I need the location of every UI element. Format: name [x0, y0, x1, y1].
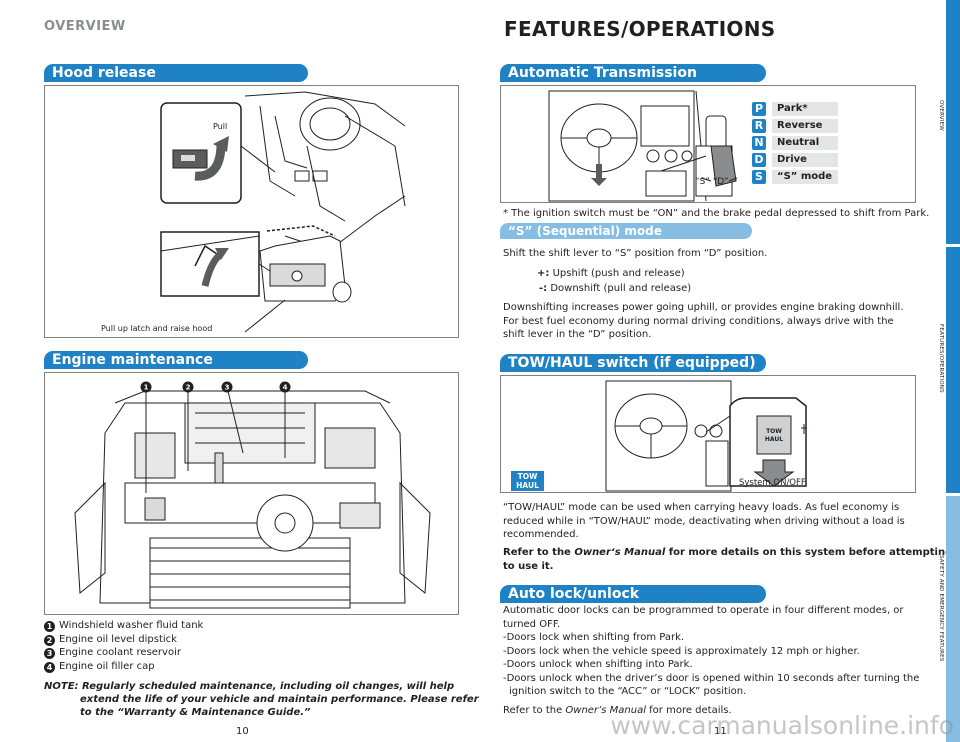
switch-text-haul: HAUL	[765, 436, 783, 443]
gear-letter-p: P	[752, 102, 766, 116]
auto-lock-refer: Refer to the Owner’s Manual for more det…	[503, 705, 732, 716]
callout-1: 1	[144, 384, 149, 392]
tow-haul-title: TOW/HAUL switch (if equipped)	[500, 354, 766, 372]
transmission-illustration	[548, 90, 738, 202]
sequential-upshift: +: Upshift (push and release)	[537, 268, 685, 279]
sequential-line1: Shift the shift lever to “S” position fr…	[503, 248, 768, 259]
tow-haul-illustration: TOW HAUL	[605, 380, 807, 492]
side-tab-features[interactable]: FEATURES/OPERATIONS	[938, 324, 944, 393]
callout-4: 4	[283, 384, 288, 392]
callout-2: 2	[186, 384, 191, 392]
engine-figure: 1 2 3 4	[44, 372, 459, 615]
sequential-downshift: -: Downshift (pull and release)	[539, 283, 692, 294]
engine-illustration: 1 2 3 4	[74, 381, 431, 609]
gear-letter-s: S	[752, 170, 766, 184]
callout-3: 3	[225, 384, 230, 392]
tow-haul-figure: TOW HAUL TOW HAUL System ON/OFF	[500, 375, 916, 493]
automatic-transmission-title: Automatic Transmission	[500, 64, 766, 82]
auto-lock-description: Automatic door locks can be programmed t…	[503, 605, 920, 697]
sequential-mode-title: “S” (Sequential) mode	[500, 223, 752, 239]
transmission-footnote: * The ignition switch must be “ON” and t…	[503, 208, 930, 219]
bullet-1: 1	[44, 621, 55, 632]
bullet-4: 4	[44, 661, 55, 673]
tab-overview-bar[interactable]	[946, 0, 960, 244]
label-pull: Pull	[213, 122, 228, 131]
page-number-left: 10	[236, 726, 249, 737]
label-latch: Pull up latch and raise hood	[101, 324, 213, 333]
hood-release-figure: Pull Pull up latch and raise hood	[44, 85, 459, 338]
engine-maintenance-title: Engine maintenance	[44, 351, 308, 369]
tow-haul-refer: Refer to the Owner‘s Manual for more det…	[503, 547, 953, 572]
shifter-label: “S” “D”	[695, 177, 729, 187]
tow-haul-badge: TOW HAUL	[511, 471, 544, 491]
engine-note: NOTE: Regularly scheduled maintenance, i…	[44, 681, 479, 718]
page-number-right: 11	[714, 726, 727, 737]
hood-illustration	[160, 91, 406, 333]
tow-haul-description: “TOW/HAUL” mode can be used when carryin…	[503, 502, 905, 540]
sequential-paragraph: Downshifting increases power going uphil…	[503, 302, 904, 340]
tab-features-bar[interactable]	[946, 247, 960, 493]
system-on-off-label: System ON/OFF	[739, 478, 806, 488]
auto-lock-title: Auto lock/unlock	[500, 585, 766, 603]
side-tab-overview[interactable]: OVERVIEW	[938, 100, 944, 131]
bullet-3: 3	[44, 648, 55, 659]
watermark: www.carmanualsonline.info	[610, 711, 954, 740]
switch-text-tow: TOW	[766, 428, 782, 435]
header-overview: OVERVIEW	[44, 19, 126, 34]
gear-letter-d: D	[752, 153, 766, 167]
transmission-figure: “S” “D”	[500, 85, 916, 203]
header-features-operations: FEATURES/OPERATIONS	[504, 17, 776, 41]
gear-letter-r: R	[752, 119, 766, 133]
gear-letter-n: N	[752, 136, 766, 150]
side-tab-safety[interactable]: SAFETY AND EMERGENCY FEATURES	[938, 555, 944, 662]
tab-safety-bar[interactable]	[946, 496, 960, 742]
hood-release-title: Hood release	[44, 64, 308, 82]
bullet-2: 2	[44, 634, 55, 646]
